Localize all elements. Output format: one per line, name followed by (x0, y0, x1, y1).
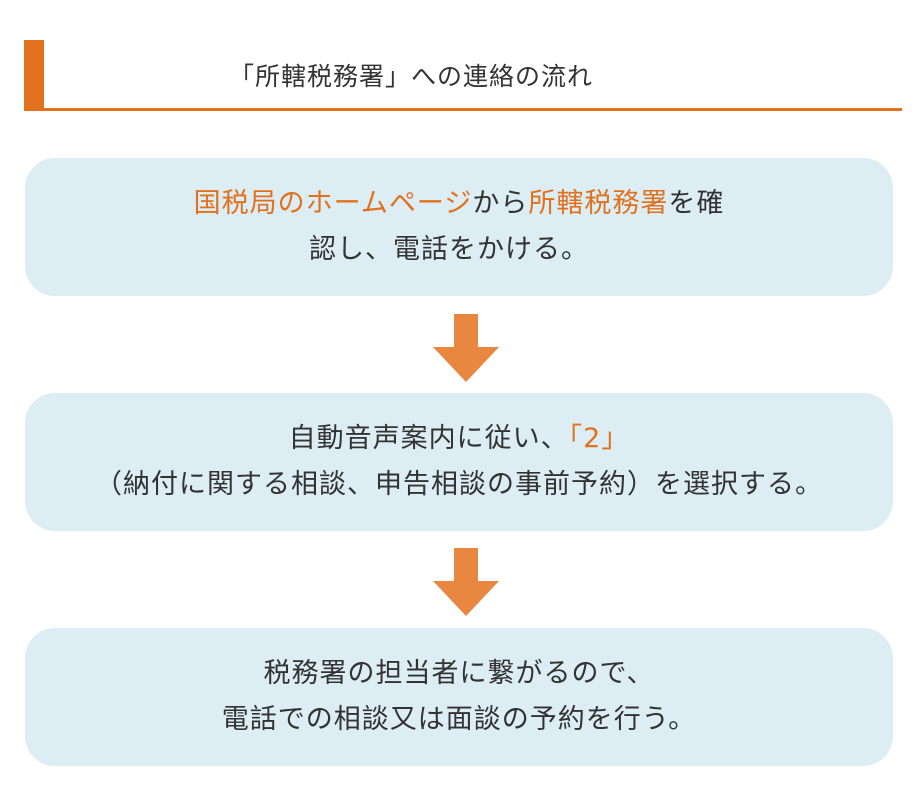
step-1-text-1: から (472, 188, 529, 219)
step-box-2: 自動音声案内に従い、「2」 （納付に関する相談、申告相談の事前予約）を選択する。 (25, 393, 893, 531)
arrow-down-icon (433, 548, 499, 616)
header-underline (24, 108, 902, 111)
step-1-text-2: を確 (668, 188, 725, 219)
step-1-line-1: 国税局のホームページから所轄税務署を確 (194, 181, 725, 227)
page-title: 「所轄税務署」への連絡の流れ (229, 62, 594, 91)
step-1-highlight-1: 国税局のホームページ (193, 188, 473, 219)
step-box-3: 税務署の担当者に繋がるので、 電話での相談又は面談の予約を行う。 (25, 628, 893, 766)
step-2-line-2: （納付に関する相談、申告相談の事前予約）を選択する。 (95, 469, 823, 500)
step-2-highlight-1: 「2」 (568, 423, 630, 454)
step-3-line-1: 税務署の担当者に繋がるので、 (263, 658, 655, 689)
step-3-line-2: 電話での相談又は面談の予約を行う。 (221, 704, 697, 735)
step-2-text-1: 自動音声案内に従い、 (288, 423, 569, 454)
step-2-line-1: 自動音声案内に従い、「2」 (289, 416, 630, 462)
step-1-line-2: 認し、電話をかける。 (309, 234, 589, 265)
section-header: 「所轄税務署」への連絡の流れ (24, 40, 902, 112)
header-accent-bar (24, 40, 44, 110)
arrow-down-icon (433, 314, 499, 382)
step-1-highlight-2: 所轄税務署 (528, 188, 669, 219)
step-box-1: 国税局のホームページから所轄税務署を確 認し、電話をかける。 (25, 158, 893, 296)
